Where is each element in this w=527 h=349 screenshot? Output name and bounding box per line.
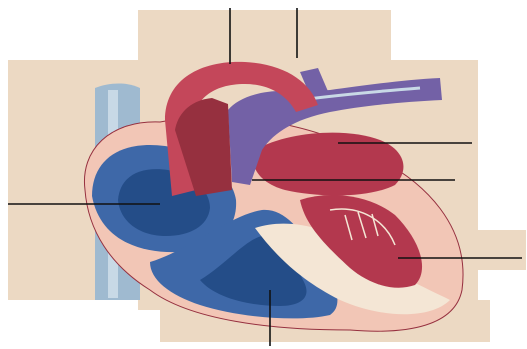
left-atrium <box>253 133 403 196</box>
